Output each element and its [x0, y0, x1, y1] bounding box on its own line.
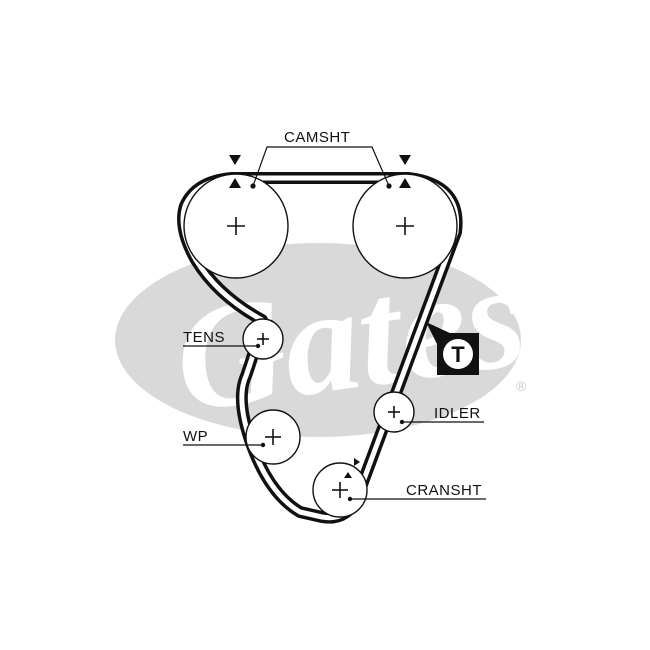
crank-timing-pointer-icon [344, 472, 352, 478]
tensioner-label: TENS [183, 329, 225, 346]
water-pump-label-group: WP [183, 428, 266, 448]
tensioner-pulley [242, 318, 284, 360]
crank-timing-arrow-icon [354, 458, 360, 466]
crankshaft-label-group: CRANSHT [347, 482, 486, 502]
timing-mark-down-icon [399, 155, 411, 165]
badge-circle [443, 339, 473, 369]
camshaft-label: CAMSHT [284, 129, 350, 146]
camshaft-pulley-right [352, 173, 458, 279]
crankshaft-label: CRANSHT [406, 482, 482, 499]
idler-label: IDLER [434, 405, 481, 422]
timing-mark-down-icon [229, 155, 241, 165]
badge-letter: T [451, 342, 465, 367]
water-pump-pulley [245, 409, 301, 465]
timing-mark-up-icon [399, 178, 411, 188]
crankshaft-pulley [312, 458, 368, 518]
water-pump-label: WP [183, 428, 208, 445]
tensioner-label-group: TENS [183, 329, 261, 349]
idler-label-group: IDLER [399, 405, 484, 425]
idler-pulley [373, 391, 415, 433]
camshaft-pulley-left [183, 173, 289, 279]
timing-marks [229, 155, 411, 188]
timing-mark-up-icon [229, 178, 241, 188]
registered-mark: ® [516, 378, 527, 394]
timing-badge: T [426, 322, 479, 375]
camshaft-label-group: CAMSHT [252, 129, 390, 187]
